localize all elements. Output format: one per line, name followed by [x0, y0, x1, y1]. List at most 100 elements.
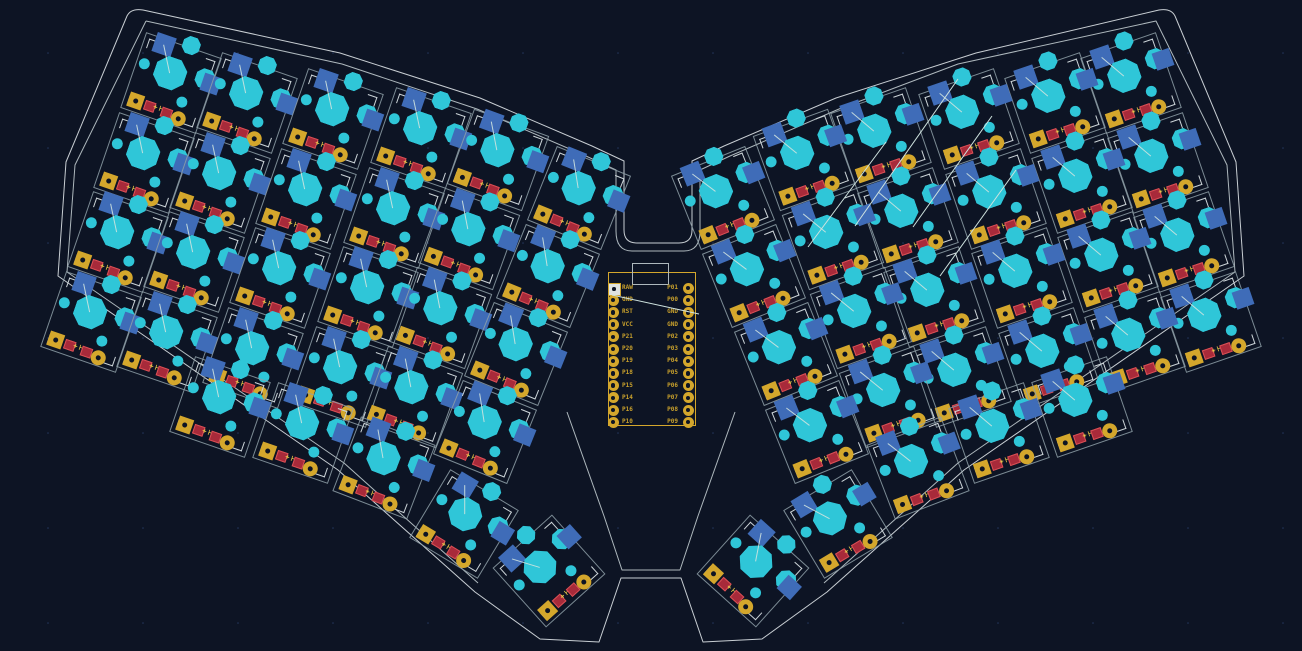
grid-dot — [997, 337, 999, 339]
pin-pad[interactable] — [682, 367, 694, 379]
pin-pad[interactable] — [682, 392, 694, 404]
pad-hole — [709, 569, 717, 577]
pad-hole — [685, 297, 691, 303]
pad-hole — [685, 358, 691, 364]
silkscreen-outline — [566, 411, 736, 571]
pad-hole — [610, 358, 616, 364]
pin-pad[interactable] — [682, 319, 694, 331]
pad-hole — [1061, 215, 1068, 222]
grid-dot — [712, 337, 714, 339]
pad-hole — [870, 429, 877, 437]
pin-pad[interactable] — [607, 343, 619, 355]
pin-pad[interactable] — [607, 404, 619, 416]
grid-dot — [522, 242, 524, 244]
pin-pad[interactable] — [607, 294, 619, 306]
grid-dot — [142, 527, 144, 529]
pad-hole — [704, 231, 711, 238]
pad-hole — [610, 419, 616, 425]
grid-dot — [712, 242, 714, 244]
key-switch-footprint[interactable]: +⊦ — [1031, 356, 1133, 458]
grid-dot — [1187, 527, 1189, 529]
pin-pad[interactable] — [682, 416, 694, 428]
pin-label-left: P15 — [622, 381, 633, 389]
pad-hole — [779, 294, 786, 302]
pad-hole — [898, 500, 906, 508]
pin-pad[interactable] — [607, 331, 619, 343]
pin-label-left: P18 — [622, 369, 633, 377]
key-switch-footprint[interactable]: +⊦ — [948, 382, 1050, 484]
pin-pad[interactable] — [607, 380, 619, 392]
pad-hole — [767, 387, 774, 394]
pin-label-left: VCC — [622, 320, 633, 328]
pad-hole — [824, 558, 832, 566]
grid-dot — [427, 622, 429, 624]
pin-pad[interactable] — [607, 392, 619, 404]
pad-hole — [283, 309, 291, 317]
grid-dot — [427, 242, 429, 244]
pad-hole — [486, 464, 494, 471]
pad-hole — [197, 293, 205, 301]
pad-hole — [264, 447, 271, 454]
pad-hole — [1158, 362, 1166, 369]
pin-pad[interactable] — [682, 294, 694, 306]
grid-dot — [427, 147, 429, 149]
pad-hole — [957, 317, 965, 324]
grid-dot — [332, 527, 334, 529]
grid-dot — [997, 527, 999, 529]
pin-pad[interactable] — [682, 343, 694, 355]
pad-hole — [579, 578, 587, 586]
grid-dot — [1187, 432, 1189, 434]
grid-dot — [237, 337, 239, 339]
grid-dot — [332, 242, 334, 244]
pin-label-left: P10 — [622, 418, 633, 426]
pad-hole — [887, 250, 894, 257]
pad-hole — [105, 177, 112, 184]
pad-hole — [975, 231, 982, 238]
pin-label-right: P07 — [667, 393, 678, 401]
pin-pad[interactable] — [607, 319, 619, 331]
grid-dot — [1282, 337, 1284, 339]
grid-dot — [332, 52, 334, 54]
pad-hole — [828, 179, 835, 187]
pad-hole — [685, 334, 691, 340]
pad-hole — [422, 530, 430, 538]
key-switch-footprint[interactable]: +⊦ — [696, 514, 810, 628]
pad-hole — [241, 292, 248, 299]
pad-hole — [798, 465, 805, 472]
grid-dot — [712, 527, 714, 529]
pin-pad[interactable] — [682, 331, 694, 343]
grid-dot — [427, 337, 429, 339]
pad-hole — [904, 158, 912, 165]
pad-hole — [610, 371, 616, 376]
pad-hole — [942, 487, 950, 494]
pad-hole — [517, 386, 525, 393]
pin-pad[interactable] — [607, 355, 619, 367]
pin-pad[interactable] — [607, 367, 619, 379]
pin-pad[interactable] — [682, 282, 694, 294]
pin-pad[interactable] — [682, 380, 694, 392]
grid-dot — [142, 52, 144, 54]
pin-pad[interactable] — [607, 306, 619, 318]
grid-dot — [47, 527, 49, 529]
grid-dot — [1187, 52, 1189, 54]
pin-pad-1-raw[interactable] — [607, 282, 621, 296]
pad-hole — [913, 329, 920, 336]
pin-pad[interactable] — [682, 306, 694, 318]
pad-hole — [742, 602, 750, 610]
pin-pad[interactable] — [607, 416, 619, 428]
pad-hole — [1131, 282, 1139, 289]
grid-dot — [522, 622, 524, 624]
grid-dot — [807, 622, 809, 624]
pin-pad[interactable] — [682, 404, 694, 416]
grid-dot — [1092, 622, 1094, 624]
pad-hole — [1163, 274, 1170, 281]
pad-hole — [549, 308, 557, 315]
pad-hole — [885, 337, 892, 345]
pad-hole — [813, 271, 820, 279]
pin-pad[interactable] — [682, 355, 694, 367]
pad-hole — [610, 334, 616, 340]
grid-dot — [1092, 527, 1094, 529]
pad-hole — [931, 238, 939, 245]
grid-dot — [1282, 527, 1284, 529]
grid-dot — [237, 432, 239, 434]
